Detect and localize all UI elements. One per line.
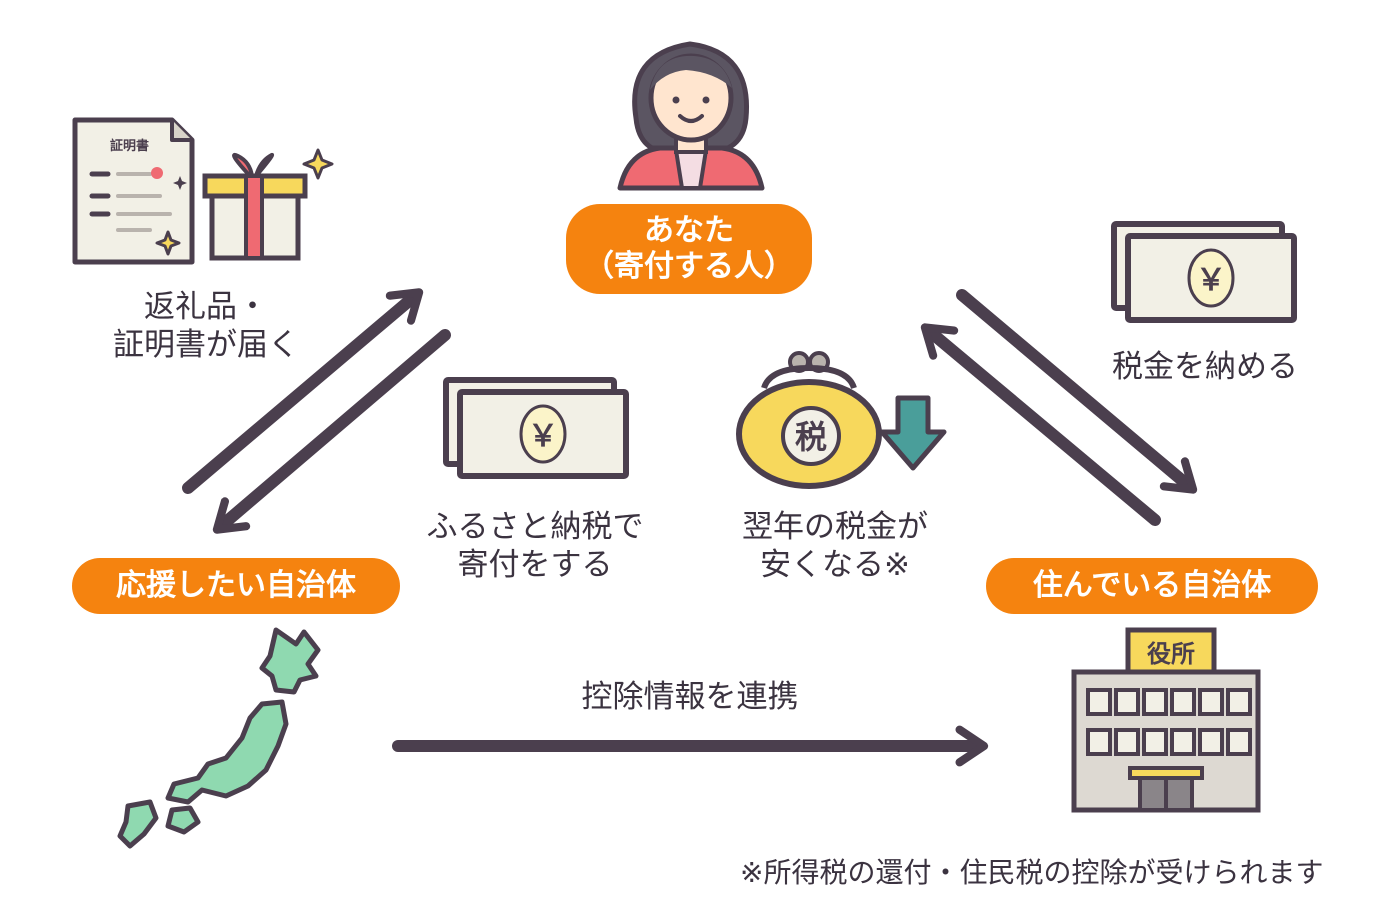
certificate-icon: 証明書: [72, 117, 195, 265]
node-home-municipality: 住んでいる自治体: [986, 558, 1318, 614]
sparkle-icon: [155, 230, 181, 256]
money-bills-icon: ￥: [443, 377, 629, 479]
label-gift-certificate: 返礼品・ 証明書が届く: [96, 288, 316, 364]
footnote: ※所得税の還付・住民税の控除が受けられます: [740, 856, 1324, 889]
label-donation-line-1: ふるさと納税で: [426, 509, 644, 545]
government-office-icon: 役所: [1071, 627, 1261, 813]
gift-icon: [202, 153, 308, 261]
label-tax-reduction-line-1: 翌年の税金が: [742, 509, 928, 545]
label-donation-line-2: 寄付をする: [457, 547, 613, 583]
sparkle-icon: [302, 148, 334, 180]
down-arrow-icon: [879, 395, 947, 471]
label-pay-tax: 税金を納める: [1112, 349, 1298, 385]
node-you-line-1: あなた: [644, 213, 734, 248]
label-donation: ふるさと納税で 寄付をする: [400, 508, 670, 584]
label-gift-certificate-line-1: 返礼品・: [144, 289, 268, 325]
office-sign: 役所: [1147, 640, 1195, 668]
arrow-tax-reduction: [920, 323, 1161, 526]
arrow-gift-to-you: [182, 288, 424, 494]
label-tax-reduction: 翌年の税金が 安くなる※: [720, 508, 950, 584]
yen-symbol: ￥: [1196, 263, 1226, 298]
coin-purse-icon: 税: [736, 351, 882, 489]
node-you: あなた （寄付する人）: [566, 204, 812, 294]
arrow-donation-to-municipality: [212, 329, 451, 534]
node-support-municipality: 応援したい自治体: [72, 558, 400, 614]
label-gift-certificate-line-2: 証明書が届く: [113, 327, 299, 363]
money-bills-icon: ￥: [1111, 221, 1297, 323]
purse-tax-text: 税: [795, 418, 827, 456]
node-you-line-2: （寄付する人）: [584, 249, 794, 284]
label-deduction-info: 控除情報を連携: [581, 679, 799, 715]
sparkle-icon: [173, 176, 187, 190]
certificate-title: 証明書: [110, 138, 149, 154]
yen-symbol: ￥: [528, 419, 558, 454]
japan-map-icon: [117, 627, 321, 849]
arrow-pay-tax: [956, 289, 1198, 494]
label-tax-reduction-line-2: 安くなる※: [760, 547, 910, 583]
person-icon: [617, 41, 765, 191]
